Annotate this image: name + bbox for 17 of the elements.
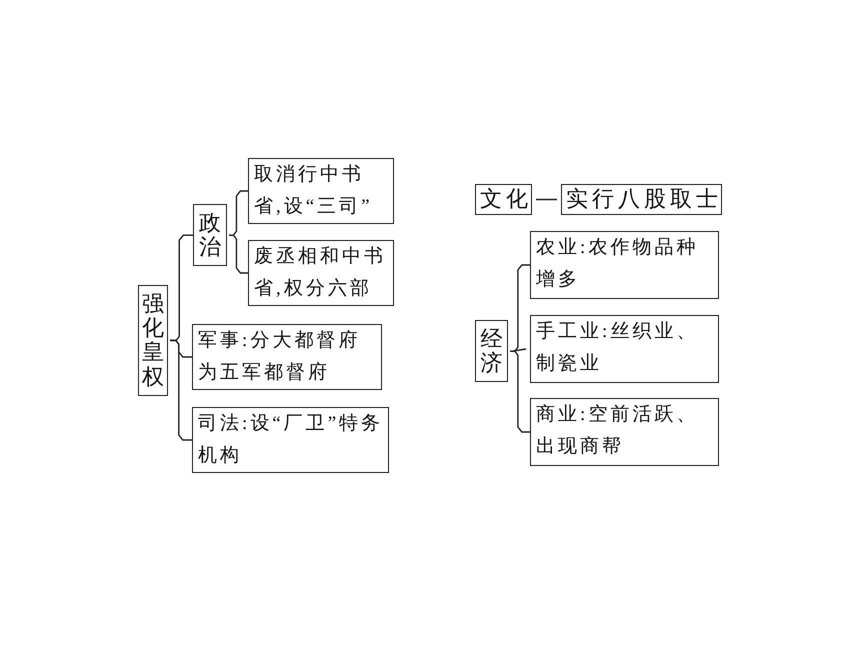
text-box: 经济 xyxy=(475,320,508,382)
text-box: 政治 xyxy=(193,204,227,266)
brace-connector xyxy=(170,340,192,441)
text-box: 司法:设“厂卫”特务机构 xyxy=(192,407,389,473)
brace-connector xyxy=(510,350,530,433)
text-box: 强化皇权 xyxy=(138,285,168,396)
connector-line xyxy=(536,198,557,200)
text-box: 实行八股取士 xyxy=(561,184,722,215)
text-box: 取消行中书省,设“三司” xyxy=(248,158,394,224)
text-box: 商业:空前活跃、出现商帮 xyxy=(530,398,719,466)
text-box: 手工业:丝织业、制瓷业 xyxy=(530,315,719,383)
text-box: 废丞相和中书省,权分六部 xyxy=(248,240,394,306)
connector-line xyxy=(512,348,526,352)
text-box: 农业:农作物品种增多 xyxy=(530,231,719,299)
text-box: 文化 xyxy=(475,184,532,215)
brace-connector xyxy=(229,234,248,274)
text-box: 军事:分大都督府为五军都督府 xyxy=(192,324,382,390)
